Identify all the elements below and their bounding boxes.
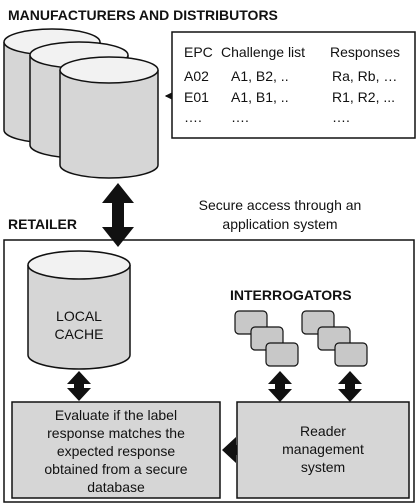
interrogator-reader-double-arrow-left <box>268 371 292 402</box>
table-cell: …. <box>184 109 202 125</box>
table-cell: A02 <box>184 68 209 84</box>
evaluate-box <box>11 401 221 499</box>
table-cell: E01 <box>184 89 209 105</box>
interrogator-group-right <box>301 310 368 367</box>
interrogator-reader-double-arrow-right <box>338 371 362 402</box>
reader-management-box <box>236 401 410 499</box>
table-header-challenge: Challenge list <box>221 44 305 60</box>
table-cell: …. <box>332 109 350 125</box>
interrogator-group-left <box>234 310 299 367</box>
local-cache-cylinder <box>27 250 131 370</box>
evaluate-text-line: expected response <box>57 443 176 459</box>
secure-access-label-line2: application system <box>222 216 337 232</box>
table-cell: Ra, Rb, … <box>332 68 397 84</box>
table-cell: …. <box>231 109 249 125</box>
table-header-responses: Responses <box>330 44 400 60</box>
evaluate-text-line: obtained from a secure <box>44 461 187 477</box>
reader-text-line: Reader <box>300 423 346 439</box>
table-cell: A1, B2, .. <box>231 68 289 84</box>
retailer-title: RETAILER <box>8 216 77 232</box>
epc-table: EPC Challenge list Responses A02 A1, B2,… <box>184 44 400 125</box>
secure-access-double-arrow <box>102 183 134 247</box>
evaluate-text-line: Evaluate if the label <box>55 407 177 423</box>
manufacturers-title: MANUFACTURERS AND DISTRIBUTORS <box>8 7 278 23</box>
interrogators-title: INTERROGATORS <box>230 287 352 303</box>
interrogator-device <box>265 342 299 367</box>
evaluate-text-line: response matches the <box>47 425 185 441</box>
database-cylinder-front <box>59 56 159 179</box>
table-cell: A1, B1, .. <box>231 89 289 105</box>
interrogator-device <box>334 342 368 367</box>
local-cache-label-line1: LOCAL <box>56 308 102 324</box>
reader-text-line: system <box>301 459 345 475</box>
secure-access-label-line1: Secure access through an <box>199 197 362 213</box>
reader-text-line: management <box>282 441 364 457</box>
local-cache-label-line2: CACHE <box>54 326 103 342</box>
table-header-epc: EPC <box>184 44 213 60</box>
evaluate-text-line: database <box>87 479 145 495</box>
manufacturer-database-stack <box>3 28 159 179</box>
retailer-box <box>3 239 415 503</box>
table-cell: R1, R2, ... <box>332 89 395 105</box>
epc-table-box <box>171 31 416 139</box>
cache-evaluate-double-arrow <box>67 371 91 401</box>
